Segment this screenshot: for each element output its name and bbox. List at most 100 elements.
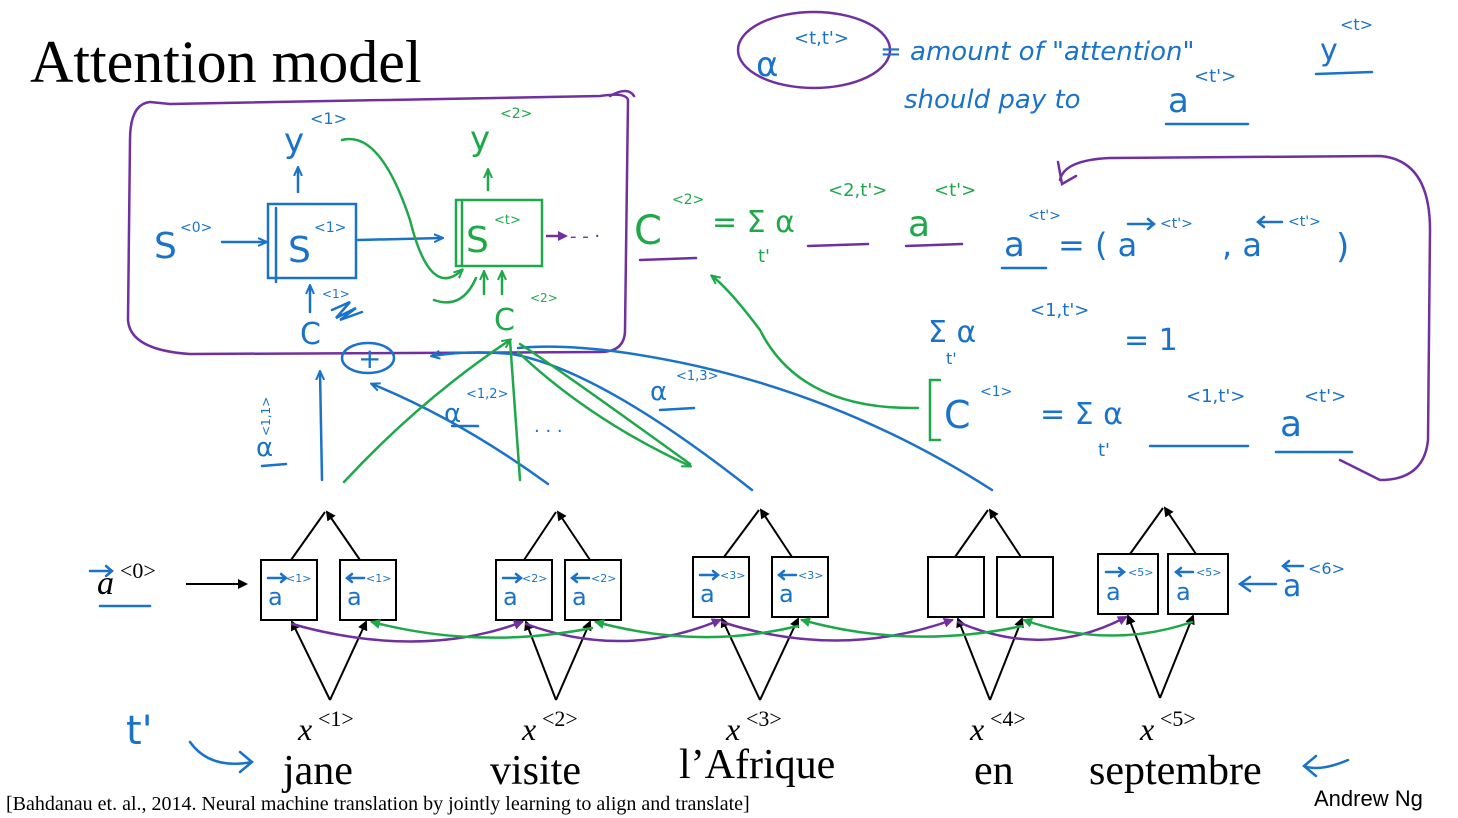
attention-dots: . . .	[534, 416, 563, 437]
a6-input: a <6>	[1237, 559, 1345, 604]
encoder: a <0> a <1> a <1> x <1> jane	[88, 506, 1345, 794]
a-def-loop	[1058, 154, 1432, 482]
forward-arrow-mark	[501, 572, 524, 584]
a0-sup: <0>	[120, 558, 156, 583]
c1-eq-a: a	[1280, 404, 1302, 445]
c1-scribble	[330, 300, 364, 322]
word-lafrique: l’Afrique	[679, 742, 835, 788]
alpha-def-a: a	[1168, 81, 1189, 121]
c2-eq-sub: t'	[758, 246, 770, 267]
a6-sup: <6>	[1308, 559, 1345, 578]
forward-recurrence-2	[524, 618, 722, 643]
forward-recurrence-3	[720, 617, 954, 642]
attn-green-4	[712, 276, 920, 410]
c2-eq-a: a	[908, 204, 930, 245]
c1-eq-a-sup: <t'>	[1304, 386, 1346, 407]
c1-eq-lhs-sup: <1>	[980, 384, 1012, 400]
attn-blue-4	[516, 345, 994, 492]
c1-label: C	[300, 317, 321, 352]
s1-to-s2-arrow	[356, 238, 442, 240]
forward-recurrence-1	[290, 620, 524, 643]
sum-rule-sup: <1,t'>	[1030, 300, 1089, 321]
alpha-def-y-underline	[1314, 70, 1374, 76]
alpha-def-sup: <t,t'>	[794, 28, 849, 49]
backward-recurrence-2	[594, 619, 800, 639]
alpha-12-label: α	[444, 399, 461, 429]
alpha-11-sup: <1,1>	[259, 397, 273, 436]
x-to-fwd	[720, 617, 761, 701]
backward-cell-label: a	[572, 583, 587, 611]
x-to-bwd	[555, 620, 592, 701]
s2-box	[454, 198, 544, 268]
forward-cell	[927, 556, 985, 618]
backward-arrow-mark	[569, 572, 591, 584]
c2-sup: <2>	[530, 291, 558, 305]
backward-cell-sup: <1>	[366, 572, 391, 585]
septembre-pointer	[1302, 754, 1350, 778]
up-right	[556, 510, 591, 561]
sum-node	[340, 341, 396, 375]
x-to-fwd	[1126, 614, 1161, 699]
a-def-bwd-mark	[1256, 215, 1284, 229]
a-def-lhs-sup: <t'>	[1028, 208, 1061, 224]
x-to-fwd	[291, 620, 331, 701]
forward-arrow-mark	[698, 569, 721, 581]
tprime-label: t'	[126, 708, 153, 754]
word-en: en	[974, 748, 1014, 794]
a-def-fwd-mark	[1126, 217, 1156, 231]
alpha-11-tick	[260, 462, 288, 468]
y1-sup: <1>	[310, 109, 347, 128]
s2-label: S	[466, 220, 489, 261]
c1-eq-rhs-sup: <1,t'>	[1186, 386, 1245, 407]
a6-arrow	[1237, 575, 1278, 593]
x-sup: <3>	[746, 706, 782, 731]
backward-cell-label: a	[347, 583, 362, 611]
c2-label: C	[494, 303, 515, 338]
c2-eq-a-sup: <t'>	[934, 180, 976, 201]
forward-cell-sup: <3>	[720, 569, 745, 582]
s2-sup: <t>	[494, 213, 521, 228]
forward-cell	[1097, 553, 1159, 615]
c1-sup: <1>	[322, 287, 350, 301]
backward-recurrence-1	[370, 619, 594, 639]
word-column-4: x <4> en	[927, 508, 1054, 794]
backward-cell-sup: <2>	[591, 572, 616, 585]
backward-arrow-mark	[344, 572, 366, 584]
forward-cell-label: a	[700, 580, 715, 608]
x-sup: <4>	[990, 706, 1026, 731]
word-jane: jane	[281, 748, 353, 794]
c2-eq-a-underline	[904, 242, 964, 248]
x-sup: <1>	[318, 706, 354, 731]
word-column-2: a <2> a <2> x <2> visite	[490, 510, 622, 794]
alpha-13-sup: <1,3>	[676, 369, 718, 384]
forward-cell-label: a	[1106, 578, 1121, 606]
backward-arrow-mark	[776, 569, 798, 581]
attn-green-2	[508, 338, 522, 482]
sum-node-plus: +	[358, 342, 381, 375]
a6-arrow-mark	[1281, 559, 1305, 573]
up-right	[1163, 506, 1197, 555]
forward-arrow-mark	[1104, 566, 1127, 578]
s0-sup: <0>	[180, 220, 212, 236]
word-column-1: a <1> a <1> x <1> jane	[260, 510, 397, 794]
citation: [Bahdanau et. al., 2014. Neural machine …	[6, 793, 750, 815]
c1-eq-lhs: C	[944, 393, 971, 437]
decoder-ellipsis: - - ·	[570, 226, 600, 247]
alpha-13-underline	[658, 406, 696, 412]
forward-cell-label: a	[268, 583, 283, 611]
a6-label: a	[1283, 569, 1301, 604]
sum-rule-sub: t'	[946, 349, 957, 368]
up-right	[759, 508, 793, 558]
attn-blue-2	[372, 384, 550, 486]
backward-cell-sup: <5>	[1196, 566, 1221, 579]
word-visite: visite	[490, 748, 581, 794]
x-symbol: x	[521, 711, 536, 747]
forward-recurrence-4	[956, 615, 1128, 641]
decoder-outline	[126, 93, 630, 356]
forward-arrow-mark	[266, 572, 289, 584]
c2-eq-lhs: C	[634, 208, 662, 254]
attn-green-3	[518, 342, 692, 466]
alpha-def-text-1: = amount of "attention"	[880, 37, 1194, 67]
s1-sup: <1>	[314, 220, 346, 236]
